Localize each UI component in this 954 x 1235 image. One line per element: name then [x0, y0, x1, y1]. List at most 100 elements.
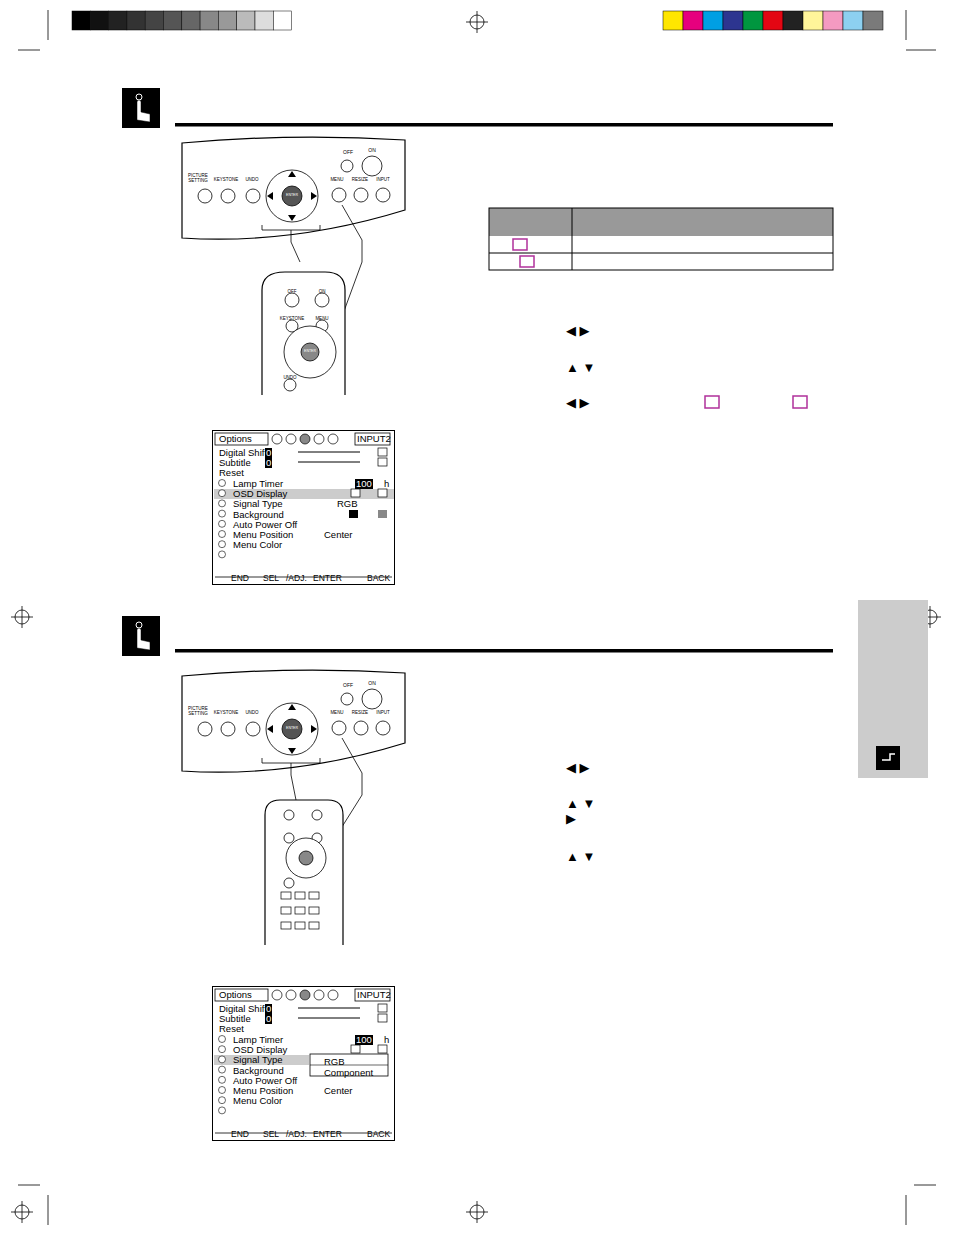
row-highlight — [214, 1055, 309, 1065]
slider-icon — [378, 448, 387, 456]
tab-icon — [876, 746, 900, 770]
leader-line — [362, 773, 363, 795]
slider-icon — [378, 458, 387, 466]
button-label: INPUT — [376, 711, 390, 716]
grey-bar — [237, 11, 255, 30]
button-symbol — [341, 160, 353, 172]
arrow-key — [267, 192, 273, 200]
menu-text: RGB — [324, 1057, 345, 1067]
color-bar — [783, 11, 803, 30]
menu-tab-icon — [286, 990, 296, 1000]
color-bar — [663, 11, 683, 30]
color-bar — [743, 11, 763, 30]
side-tab — [858, 600, 928, 778]
registration-mark — [477, 11, 478, 33]
menu-text: OSD Display — [233, 489, 287, 499]
arrow-key — [288, 704, 296, 710]
row-icon — [219, 500, 226, 507]
menu-text: Reset — [219, 468, 244, 478]
menu-tab-icon — [314, 990, 324, 1000]
direction-pad — [266, 170, 318, 222]
menu-text: Signal Type — [233, 1055, 282, 1065]
menu-screen — [212, 430, 395, 585]
menu-text: Options — [219, 434, 252, 444]
hand-icon — [136, 94, 142, 100]
remote-key — [281, 892, 291, 899]
button-label: KEYSTONE — [280, 317, 304, 322]
button-label: RESIZE — [352, 178, 368, 183]
menu-text: Digital Shift — [219, 448, 267, 458]
grey-bar — [72, 11, 90, 30]
bracket-line — [320, 225, 321, 230]
button-label: ON — [368, 681, 376, 686]
menu-tab — [215, 989, 268, 1001]
row-icon — [219, 1046, 226, 1053]
menu-text: SEL — [263, 1130, 279, 1139]
menu-text: BACK — [367, 574, 390, 583]
menu-screen — [212, 986, 395, 1141]
button-symbol — [198, 189, 212, 203]
button-symbol — [354, 721, 368, 735]
slider-bar — [298, 462, 360, 463]
remote-outline — [265, 800, 343, 945]
menu-tab — [355, 989, 390, 1001]
button-symbol — [221, 189, 235, 203]
button-symbol — [332, 188, 346, 202]
menu-text: SEL — [263, 574, 279, 583]
color-bar — [763, 11, 783, 30]
button-label: OFF — [343, 150, 353, 155]
button-label: ENTER — [286, 194, 298, 198]
option-icon — [351, 489, 360, 497]
arrow-key — [288, 215, 296, 221]
menu-text: INPUT2 — [357, 434, 391, 444]
crop-mark — [18, 50, 40, 51]
row-icon — [219, 551, 226, 558]
button-symbol — [198, 722, 212, 736]
menu-text: 0 — [265, 448, 272, 458]
remote-key — [309, 907, 319, 914]
menu-text: END — [231, 574, 249, 583]
option-icon — [378, 489, 387, 497]
arrow-key — [311, 725, 317, 733]
crop-mark — [906, 1195, 907, 1225]
grey-bar — [182, 11, 200, 30]
row-icon — [219, 510, 226, 517]
menu-text: 0 — [265, 1004, 272, 1014]
leader-line — [291, 775, 296, 800]
hand-icon — [137, 100, 150, 122]
row-icon — [219, 1076, 226, 1083]
crop-mark — [48, 1195, 49, 1225]
grey-bar — [273, 11, 291, 30]
menu-text: Signal Type — [233, 499, 282, 509]
arrow-keys-text: ◀ ▶ — [566, 761, 590, 774]
grey-bar — [127, 11, 145, 30]
button-symbol — [362, 156, 382, 176]
menu-text: END — [231, 1130, 249, 1139]
menu-text: OSD Display — [233, 1045, 287, 1055]
direction-pad — [284, 326, 336, 378]
menu-text: Center — [324, 1086, 353, 1096]
menu-text: /ADJ. — [286, 1130, 307, 1139]
grey-bar — [255, 11, 273, 30]
button-label: ON — [319, 290, 326, 295]
osd-icon — [513, 239, 527, 250]
button-symbol — [376, 188, 390, 202]
menu-text: Options — [219, 990, 252, 1000]
hand-icon — [136, 94, 142, 100]
remote-key — [281, 907, 291, 914]
registration-mark — [22, 606, 23, 628]
tab-icon — [882, 754, 895, 760]
remote-key — [295, 892, 305, 899]
menu-text: Reset — [219, 1024, 244, 1034]
button-symbol — [376, 721, 390, 735]
crop-mark — [48, 10, 49, 40]
button-label: OFF — [343, 683, 353, 688]
button-label: MENU — [315, 317, 328, 322]
row-highlight — [214, 489, 394, 499]
menu-tab — [355, 433, 390, 445]
heading-rule — [175, 649, 833, 653]
grey-bar — [145, 11, 163, 30]
bracket-line — [320, 758, 321, 763]
arrow-key — [267, 725, 273, 733]
slider-bar — [298, 1008, 360, 1009]
